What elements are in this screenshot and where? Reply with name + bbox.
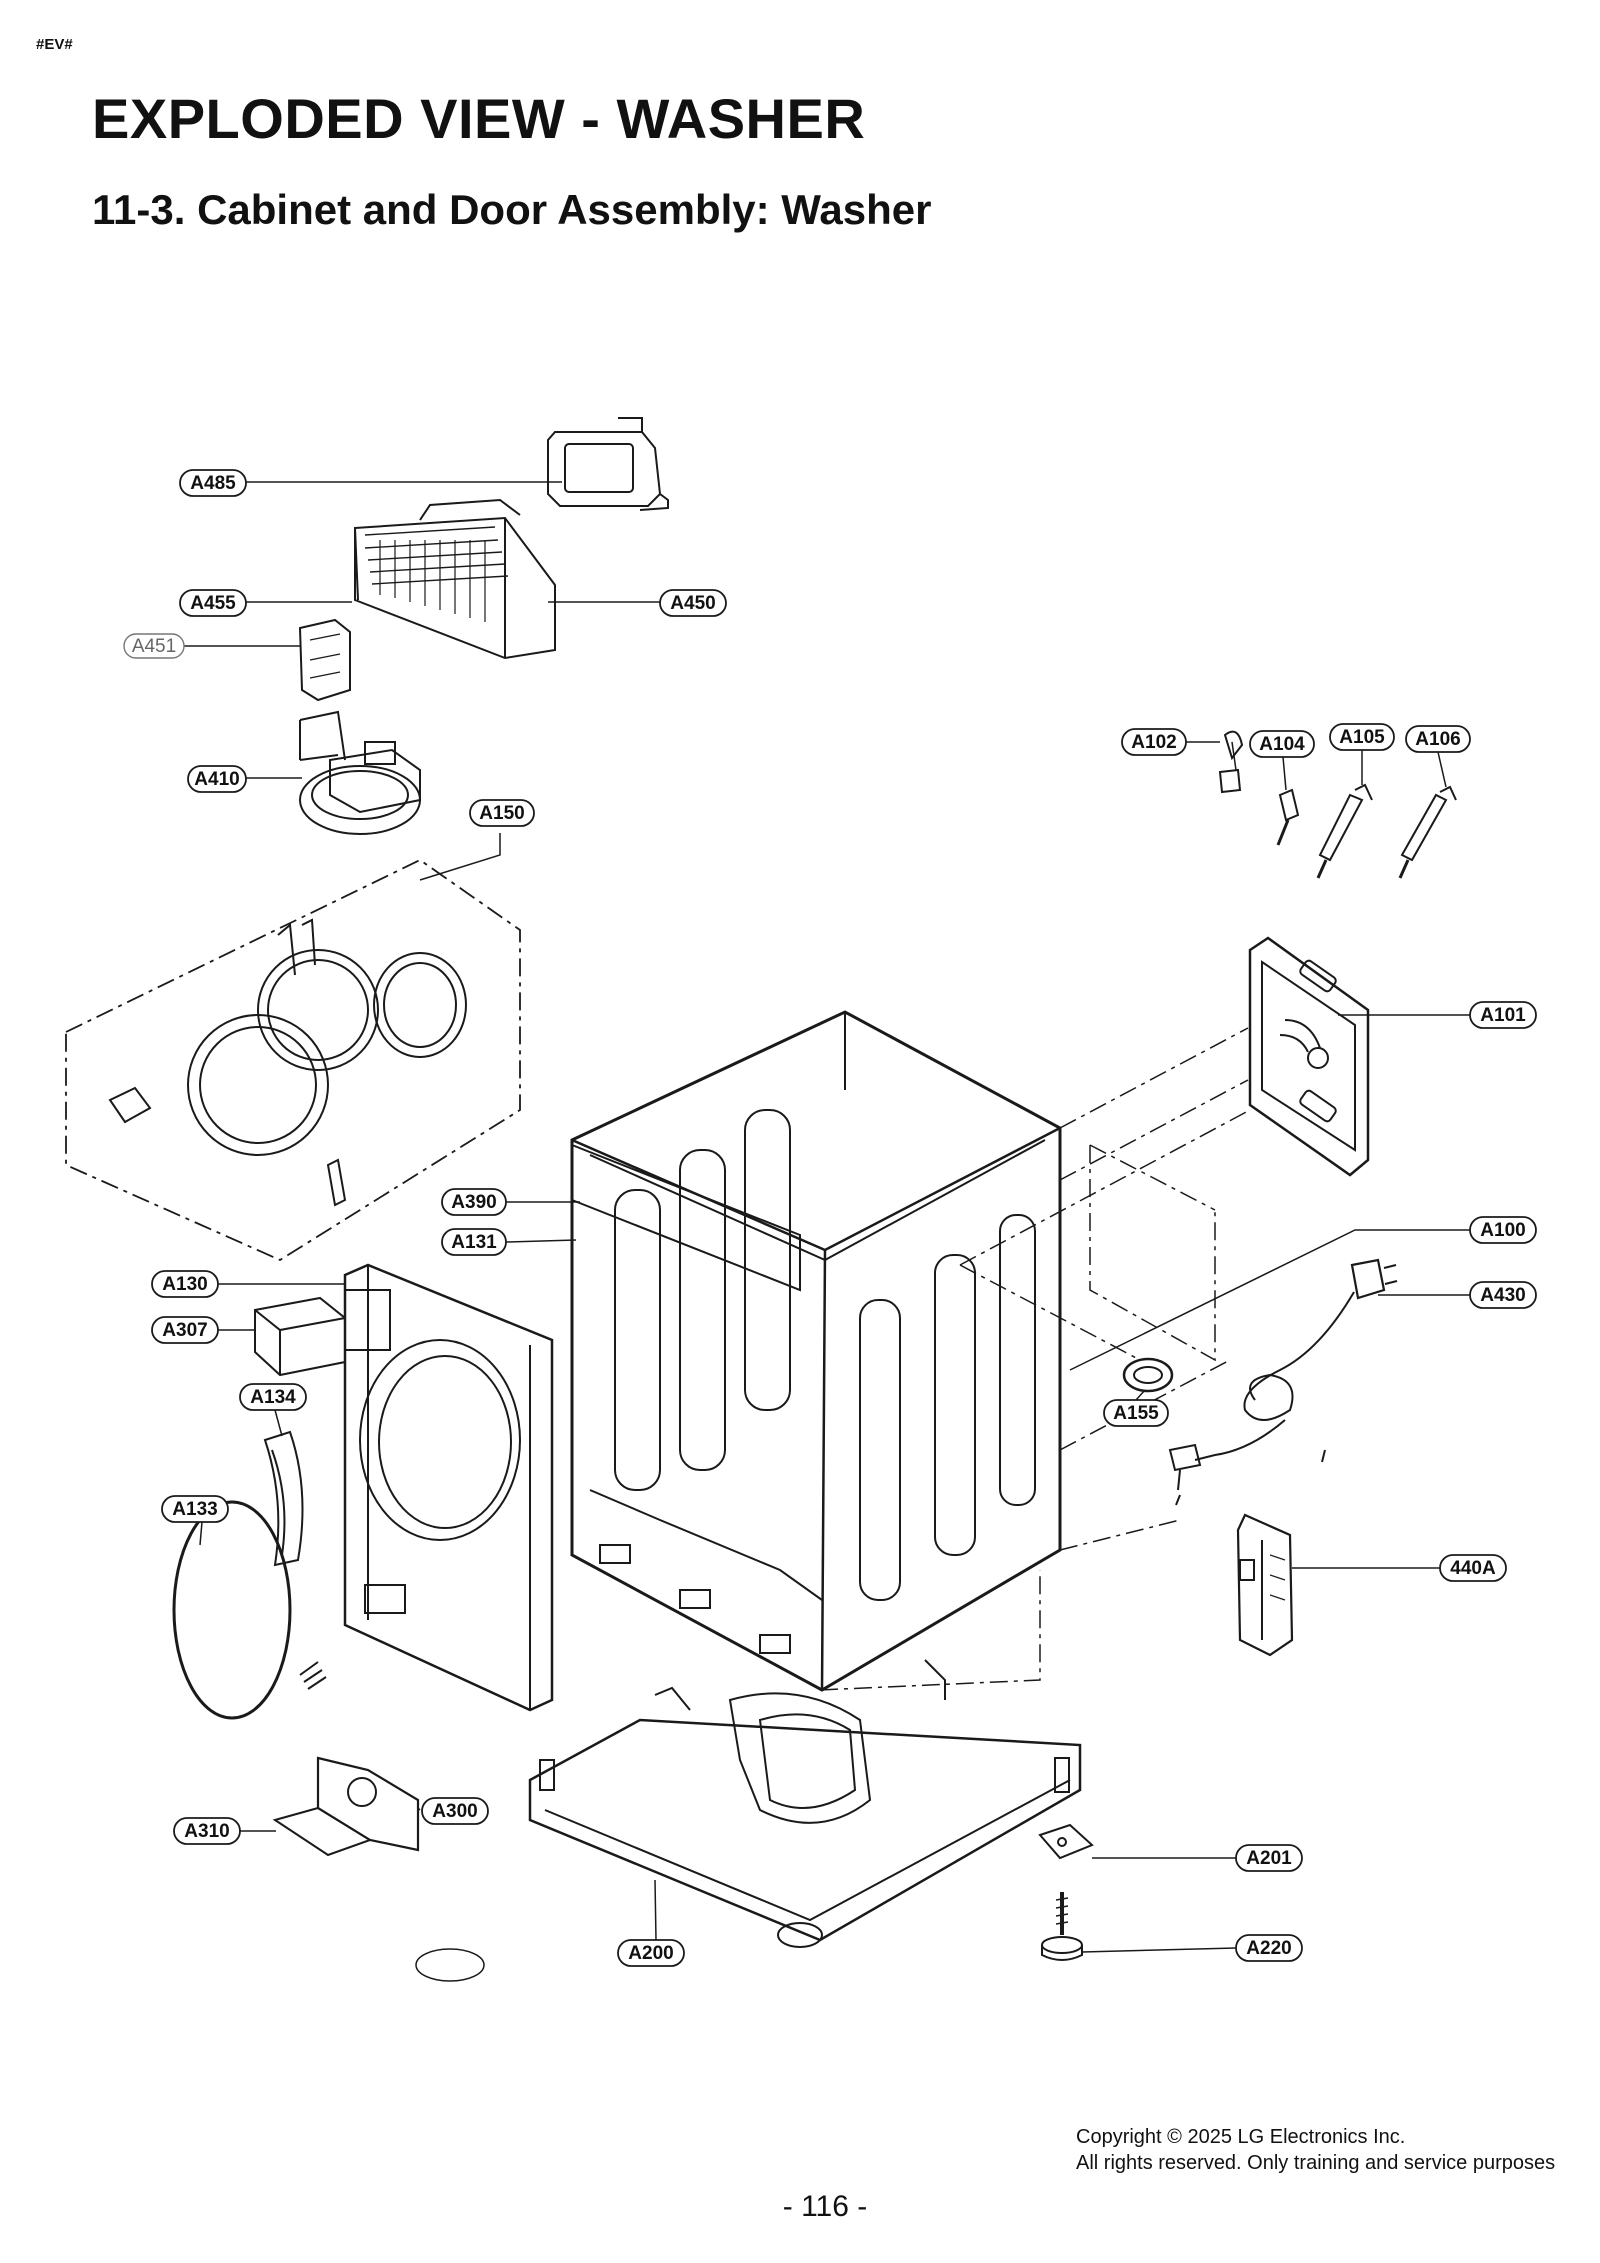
svg-text:A310: A310 <box>184 1821 229 1842</box>
label-a300[interactable]: A300 <box>421 1797 489 1825</box>
label-a485[interactable]: A485 <box>179 469 247 497</box>
label-a131[interactable]: A131 <box>441 1228 507 1256</box>
svg-text:A131: A131 <box>451 1232 497 1253</box>
part-drawing-a101 <box>1248 936 1370 1177</box>
svg-text:A485: A485 <box>190 473 236 494</box>
label-a430[interactable]: A430 <box>1469 1281 1537 1309</box>
part-drawing-a410 <box>299 710 421 835</box>
section-subtitle: 11-3. Cabinet and Door Assembly: Washer <box>92 186 932 233</box>
svg-text:A300: A300 <box>432 1801 477 1822</box>
svg-text:A100: A100 <box>1480 1220 1525 1241</box>
svg-text:A105: A105 <box>1339 727 1385 748</box>
svg-text:A220: A220 <box>1246 1938 1291 1959</box>
label-a201[interactable]: A201 <box>1235 1844 1303 1872</box>
page-title: EXPLODED VIEW - WASHER <box>92 87 866 150</box>
part-drawing-a130 <box>343 1263 554 1712</box>
svg-text:A451: A451 <box>132 636 176 657</box>
leader-lines <box>184 481 1470 1953</box>
svg-text:A390: A390 <box>451 1192 496 1213</box>
label-a410[interactable]: A410 <box>187 765 247 793</box>
part-drawing-a201 <box>1038 1823 1094 1860</box>
page-number: - 116 - <box>782 2190 868 2223</box>
svg-text:A410: A410 <box>194 769 239 790</box>
label-a310[interactable]: A310 <box>173 1817 241 1845</box>
label-a105[interactable]: A105 <box>1329 723 1395 751</box>
svg-text:A101: A101 <box>1480 1005 1526 1026</box>
label-a100[interactable]: A100 <box>1469 1216 1537 1244</box>
part-drawing-a155 <box>1122 1357 1174 1393</box>
svg-text:A133: A133 <box>172 1499 217 1520</box>
label-a450[interactable]: A450 <box>659 589 727 617</box>
label-a130[interactable]: A130 <box>151 1270 219 1298</box>
svg-text:A130: A130 <box>162 1274 207 1295</box>
part-drawing-a307 <box>254 1296 346 1377</box>
part-drawing-a200 <box>528 1659 1082 1948</box>
label-a451[interactable]: A451 <box>123 633 185 659</box>
document-tag: #EV# <box>36 36 73 53</box>
small-parts-a102-a106 <box>1218 730 1457 879</box>
cabinet-drawing <box>570 1010 1062 1692</box>
svg-text:A102: A102 <box>1131 732 1176 753</box>
label-a200[interactable]: A200 <box>617 1939 685 1967</box>
label-a455[interactable]: A455 <box>179 589 247 617</box>
svg-text:A104: A104 <box>1259 734 1305 755</box>
part-drawing-a450 <box>354 498 556 660</box>
svg-text:A430: A430 <box>1480 1285 1525 1306</box>
door-assembly-outline <box>65 858 521 1262</box>
label-a307[interactable]: A307 <box>151 1316 219 1344</box>
part-drawing-a134 <box>263 1430 304 1567</box>
svg-text:A134: A134 <box>250 1387 296 1408</box>
svg-text:A200: A200 <box>628 1943 673 1964</box>
part-drawing-a451 <box>298 618 351 702</box>
blank-oval <box>415 1948 485 1982</box>
label-a104[interactable]: A104 <box>1249 730 1315 758</box>
part-drawing-a300 <box>272 1756 420 1857</box>
label-a101[interactable]: A101 <box>1469 1001 1537 1029</box>
label-a155[interactable]: A155 <box>1103 1399 1169 1427</box>
label-a133[interactable]: A133 <box>161 1495 229 1523</box>
label-440a[interactable]: 440A <box>1439 1554 1507 1582</box>
guide-lines <box>819 1027 1251 1691</box>
label-a106[interactable]: A106 <box>1405 725 1471 753</box>
part-drawing-a133 <box>172 1500 327 1720</box>
svg-text:A106: A106 <box>1415 729 1460 750</box>
part-drawing-440a <box>1236 1449 1326 1657</box>
copyright-notice: Copyright © 2025 LG Electronics Inc. All… <box>1076 2124 1555 2176</box>
svg-text:440A: 440A <box>1450 1558 1496 1579</box>
part-drawing-a220 <box>1041 1892 1083 1961</box>
part-drawing-a485 <box>547 417 669 511</box>
label-a390[interactable]: A390 <box>441 1188 507 1216</box>
svg-text:A450: A450 <box>670 593 715 614</box>
svg-text:A455: A455 <box>190 593 236 614</box>
label-a102[interactable]: A102 <box>1121 728 1187 756</box>
label-a150[interactable]: A150 <box>469 799 535 827</box>
part-drawing-a430 <box>1168 1258 1398 1506</box>
svg-text:A155: A155 <box>1113 1403 1159 1424</box>
label-a134[interactable]: A134 <box>239 1383 307 1411</box>
copyright-line-2: All rights reserved. Only training and s… <box>1076 2152 1556 2174</box>
copyright-line-1: Copyright © 2025 LG Electronics Inc. <box>1076 2126 1406 2148</box>
svg-text:A201: A201 <box>1246 1848 1292 1869</box>
svg-text:A307: A307 <box>162 1320 207 1341</box>
svg-text:A150: A150 <box>479 803 524 824</box>
label-a220[interactable]: A220 <box>1235 1934 1303 1962</box>
